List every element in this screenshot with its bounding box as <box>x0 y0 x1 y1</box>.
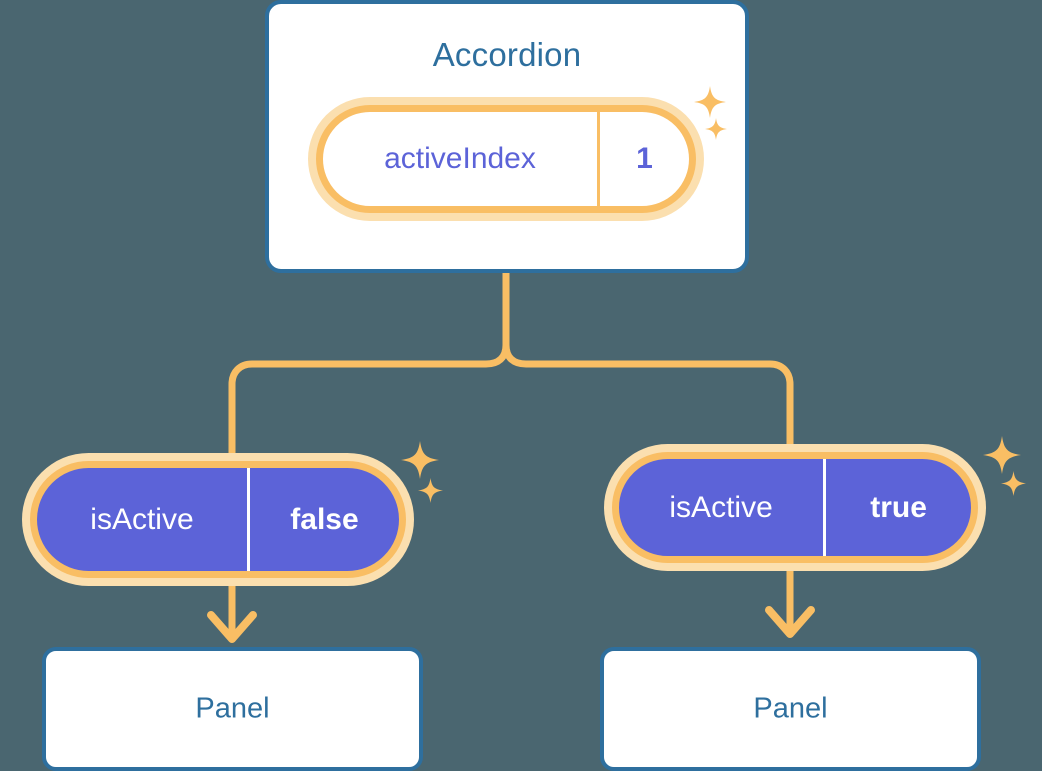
arrow-down-icon <box>207 611 257 643</box>
prop-badge-value: false <box>246 468 399 571</box>
state-badge-activeindex[interactable]: activeIndex 1 <box>308 97 704 221</box>
panel-card-right[interactable]: Panel <box>600 647 981 771</box>
prop-badge-key: isActive <box>669 490 773 524</box>
arrow-down-icon <box>765 606 815 638</box>
sparkle-icon <box>983 436 1021 474</box>
sparkle-small-icon <box>1001 471 1026 496</box>
sparkle-icon <box>401 441 439 479</box>
panel-title: Panel <box>195 692 270 725</box>
prop-badge-isactive-left[interactable]: isActive false <box>22 453 414 586</box>
connector-branch-right <box>502 341 794 448</box>
prop-badge-value: true <box>823 459 971 556</box>
prop-badge-isactive-right[interactable]: isActive true <box>604 444 986 571</box>
accordion-title: Accordion <box>432 36 582 73</box>
connector-branch-left <box>228 341 510 457</box>
panel-title: Panel <box>753 692 828 725</box>
panel-card-left[interactable]: Panel <box>42 647 423 771</box>
prop-badge-key: isActive <box>90 502 194 536</box>
sparkle-small-icon <box>418 478 443 503</box>
state-badge-value: 1 <box>597 112 689 206</box>
state-badge-key: activeIndex <box>384 142 536 175</box>
